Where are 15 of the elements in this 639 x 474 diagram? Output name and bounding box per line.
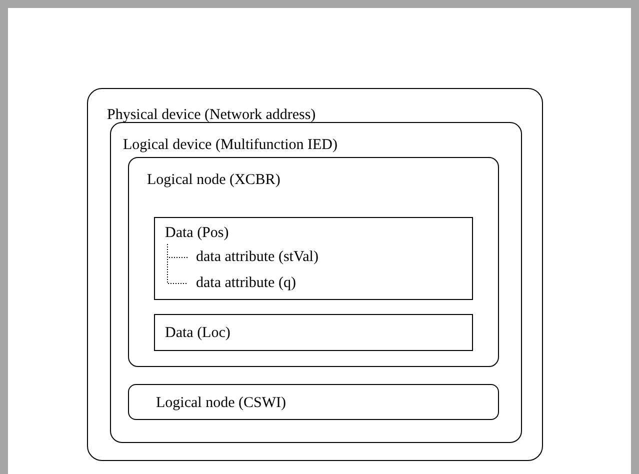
box-title: Logical node (CSWI)	[156, 394, 286, 412]
container-box	[87, 88, 543, 461]
box-title: Data (Pos)	[165, 224, 229, 242]
box-title: Logical node (XCBR)	[147, 171, 280, 189]
attribute-label: data attribute (q)	[196, 274, 346, 292]
data-box	[154, 314, 473, 351]
box-title: Logical device (Multifunction IED)	[123, 136, 338, 154]
tree-line	[167, 244, 188, 284]
box-title: Physical device (Network address)	[107, 106, 316, 124]
container-box	[154, 217, 473, 300]
box-title: Data (Loc)	[165, 324, 230, 342]
attribute-label: data attribute (stVal)	[196, 248, 366, 266]
node-box	[128, 384, 499, 420]
container-box	[128, 157, 499, 367]
container-box	[110, 122, 522, 443]
